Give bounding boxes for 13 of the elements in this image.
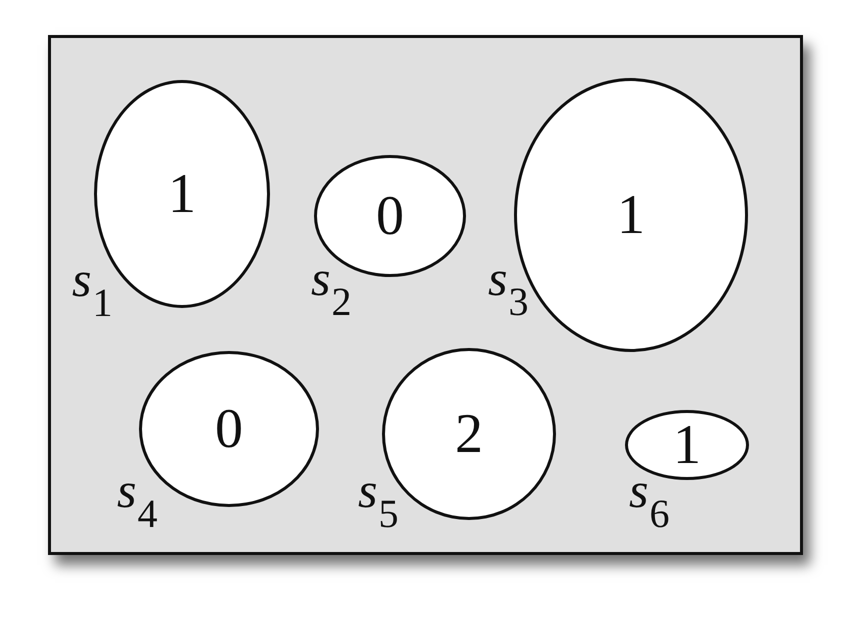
value-label: 2 <box>455 406 483 462</box>
value-label: 1 <box>617 187 645 243</box>
value-label: 1 <box>673 417 701 473</box>
set-name-label: s$_{2}$ <box>311 253 352 318</box>
set-name-label: s$_{5}$ <box>358 465 398 530</box>
set-panel <box>48 35 803 555</box>
set-name-label: s$_{4}$ <box>117 465 158 530</box>
set-name-label: s$_{6}$ <box>629 465 670 530</box>
value-label: 0 <box>376 188 404 244</box>
set-name-label: s$_{1}$ <box>72 254 112 319</box>
value-label: 0 <box>215 401 243 457</box>
value-label: 1 <box>168 166 196 222</box>
set-name-label: s$_{3}$ <box>488 253 528 318</box>
